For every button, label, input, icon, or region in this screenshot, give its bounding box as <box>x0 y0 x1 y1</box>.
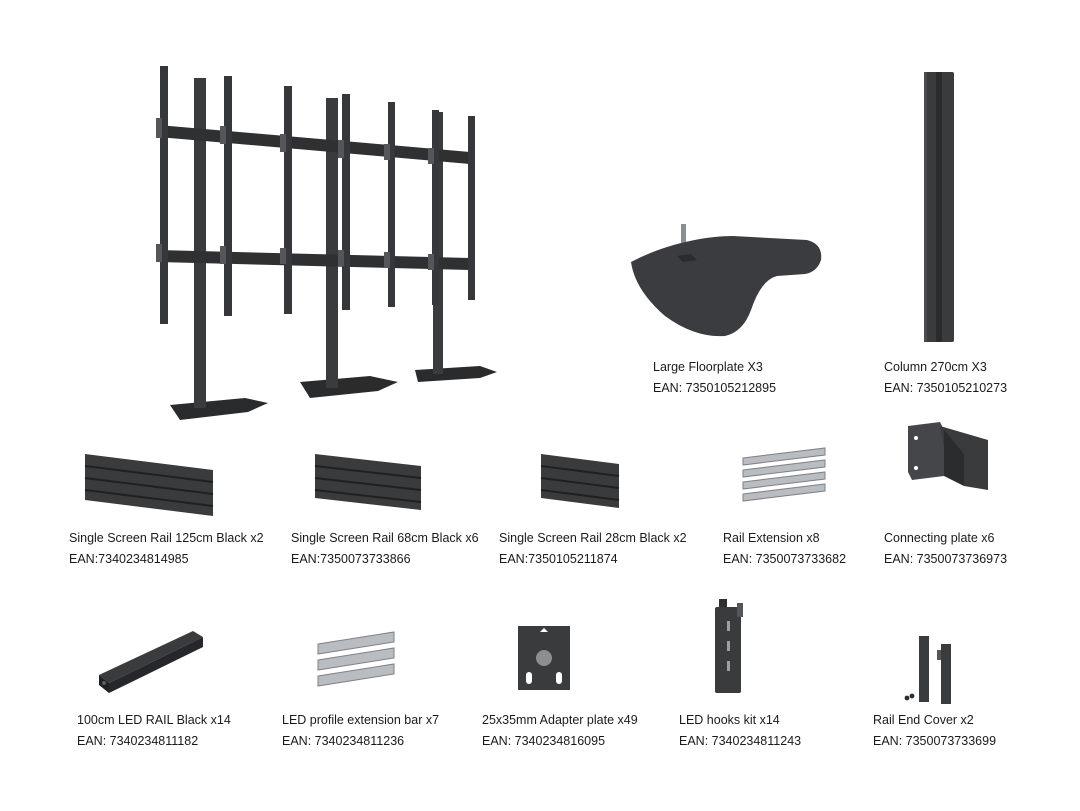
product-name: Rail Extension x8 <box>723 531 820 545</box>
product-name: Large Floorplate X3 <box>653 360 763 374</box>
product-name: 25x35mm Adapter plate x49 <box>482 713 638 727</box>
product-ean: EAN: 7340234811236 <box>282 734 405 748</box>
product-ean: EAN: 7340234811182 <box>77 734 199 748</box>
rail-125cm-image <box>83 452 215 518</box>
rail-extension-image <box>741 444 827 504</box>
product-column[interactable]: Column 270cm X3 EAN: 7350105210273 <box>884 70 1034 395</box>
product-name: Single Screen Rail 28cm Black x2 <box>499 531 687 545</box>
led-profile-bar-image <box>316 630 396 692</box>
product-led-rail[interactable]: 100cm LED RAIL Black x14 EAN: 7340234811… <box>77 625 277 750</box>
product-ean: EAN: 7340234811243 <box>679 734 802 748</box>
column-image <box>922 70 956 348</box>
product-ean: EAN: 7350073736973 <box>884 552 1008 566</box>
product-name: Connecting plate x6 <box>884 531 995 545</box>
adapter-plate-image <box>514 622 574 694</box>
product-ean: EAN: 7350105212895 <box>653 381 777 395</box>
product-ean: EAN: 7340234816095 <box>482 734 606 748</box>
product-name: 100cm LED RAIL Black x14 <box>77 713 231 727</box>
product-ean: EAN: 7350073733682 <box>723 552 847 566</box>
video-wall-stand-image <box>150 60 510 430</box>
product-name: Rail End Cover x2 <box>873 713 974 727</box>
product-rail-extension[interactable]: Rail Extension x8 EAN: 7350073733682 <box>723 440 863 573</box>
rail-end-cover-image <box>901 632 963 708</box>
product-ean: EAN:7350073733866 <box>291 552 411 566</box>
product-ean: EAN:7340234814985 <box>69 552 189 566</box>
product-rail-125cm[interactable]: Single Screen Rail 125cm Black x2 EAN:73… <box>69 448 279 573</box>
product-ean: EAN: 7350073733699 <box>873 734 997 748</box>
led-rail-image <box>97 627 207 695</box>
rail-28cm-image <box>539 452 621 512</box>
led-hooks-image <box>709 597 749 701</box>
product-connecting-plate[interactable]: Connecting plate x6 EAN: 7350073736973 <box>884 418 1044 573</box>
rail-68cm-image <box>313 452 423 514</box>
product-ean: EAN: 7350105210273 <box>884 381 1008 395</box>
product-rail-28cm[interactable]: Single Screen Rail 28cm Black x2 EAN:735… <box>499 448 699 573</box>
product-name: Single Screen Rail 125cm Black x2 <box>69 531 264 545</box>
product-rail-68cm[interactable]: Single Screen Rail 68cm Black x6 EAN:735… <box>291 448 491 573</box>
product-led-profile-bar[interactable]: LED profile extension bar x7 EAN: 734023… <box>282 628 472 750</box>
product-name: LED hooks kit x14 <box>679 713 780 727</box>
product-rail-end-cover[interactable]: Rail End Cover x2 EAN: 7350073733699 <box>873 630 1033 750</box>
product-adapter-plate[interactable]: 25x35mm Adapter plate x49 EAN: 734023481… <box>482 620 672 750</box>
product-name: Column 270cm X3 <box>884 360 987 374</box>
product-led-hooks[interactable]: LED hooks kit x14 EAN: 7340234811243 <box>679 595 849 750</box>
floorplate-image <box>625 220 835 345</box>
product-floorplate[interactable]: Large Floorplate X3 EAN: 7350105212895 <box>625 220 835 395</box>
product-name: Single Screen Rail 68cm Black x6 <box>291 531 479 545</box>
product-name: LED profile extension bar x7 <box>282 713 440 727</box>
product-ean: EAN:7350105211874 <box>499 552 618 566</box>
connecting-plate-image <box>904 420 994 496</box>
